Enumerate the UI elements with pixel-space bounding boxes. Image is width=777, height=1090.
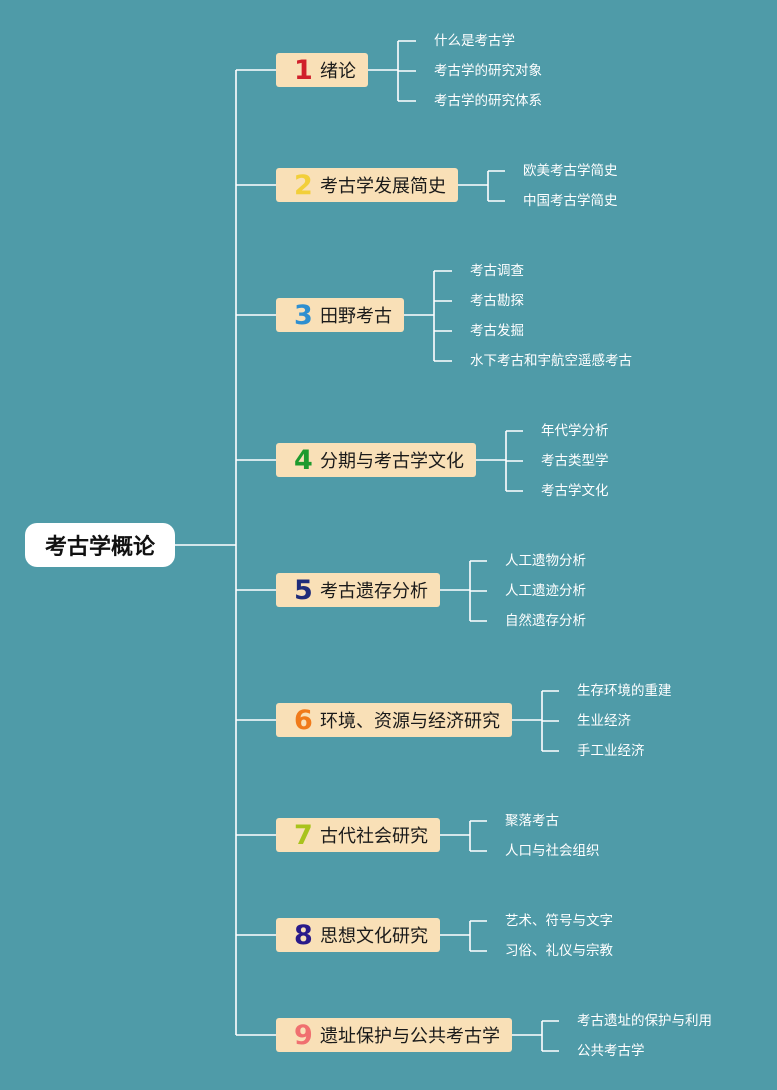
- section-title: 环境、资源与经济研究: [320, 711, 500, 732]
- section-node-9: 9 遗址保护与公共考古学: [276, 1018, 512, 1052]
- topic-item: 考古勘探: [470, 293, 524, 309]
- root-title: 考古学概论: [44, 535, 155, 560]
- topic-item: 考古调查: [470, 263, 524, 279]
- section-number: 2: [294, 169, 313, 201]
- topic-item: 考古学文化: [541, 483, 609, 499]
- topic-item: 手工业经济: [577, 743, 645, 759]
- section-title: 思想文化研究: [320, 926, 428, 947]
- section-node-2: 2 考古学发展简史: [276, 168, 458, 202]
- section-number: 9: [294, 1019, 313, 1051]
- topic-item: 考古类型学: [541, 453, 609, 469]
- section-number: 7: [294, 819, 313, 851]
- topic-item: 欧美考古学简史: [523, 163, 618, 179]
- topic-item: 人工遗物分析: [505, 553, 586, 569]
- topic-item: 人工遗迹分析: [505, 583, 586, 599]
- topic-item: 中国考古学简史: [523, 193, 618, 209]
- section-node-3: 3 田野考古: [276, 298, 404, 332]
- section-title: 遗址保护与公共考古学: [320, 1026, 500, 1047]
- topic-item: 艺术、符号与文字: [505, 913, 613, 929]
- topic-item: 什么是考古学: [434, 33, 515, 49]
- section-node-8: 8 思想文化研究: [276, 918, 440, 952]
- topic-item: 年代学分析: [541, 423, 609, 439]
- topic-item: 公共考古学: [577, 1043, 645, 1059]
- section-title: 古代社会研究: [320, 826, 428, 847]
- topic-item: 生业经济: [577, 713, 631, 729]
- section-number: 3: [294, 299, 313, 331]
- section-number: 6: [294, 704, 313, 736]
- topic-item: 习俗、礼仪与宗教: [505, 943, 613, 959]
- topic-item: 生存环境的重建: [577, 683, 672, 699]
- topic-item: 考古发掘: [470, 323, 524, 339]
- section-node-5: 5 考古遗存分析: [276, 573, 440, 607]
- section-node-7: 7 古代社会研究: [276, 818, 440, 852]
- topic-item: 聚落考古: [505, 813, 559, 829]
- section-title: 考古遗存分析: [320, 581, 428, 602]
- topic-item: 考古遗址的保护与利用: [577, 1013, 712, 1029]
- section-title: 分期与考古学文化: [320, 451, 464, 472]
- topic-item: 考古学的研究体系: [434, 93, 542, 109]
- section-number: 4: [294, 444, 313, 476]
- topic-item: 水下考古和宇航空遥感考古: [470, 353, 632, 369]
- topic-item: 人口与社会组织: [505, 843, 600, 859]
- section-title: 绪论: [320, 61, 356, 82]
- topic-item: 自然遗存分析: [505, 613, 586, 629]
- section-number: 1: [294, 54, 313, 86]
- root-node: 考古学概论: [25, 523, 175, 567]
- topic-item: 考古学的研究对象: [434, 63, 542, 79]
- section-node-6: 6 环境、资源与经济研究: [276, 703, 512, 737]
- section-number: 8: [294, 919, 313, 951]
- section-title: 考古学发展简史: [320, 176, 446, 197]
- section-node-1: 1 绪论: [276, 53, 368, 87]
- section-number: 5: [294, 574, 313, 606]
- section-title: 田野考古: [320, 306, 392, 327]
- section-node-4: 4 分期与考古学文化: [276, 443, 476, 477]
